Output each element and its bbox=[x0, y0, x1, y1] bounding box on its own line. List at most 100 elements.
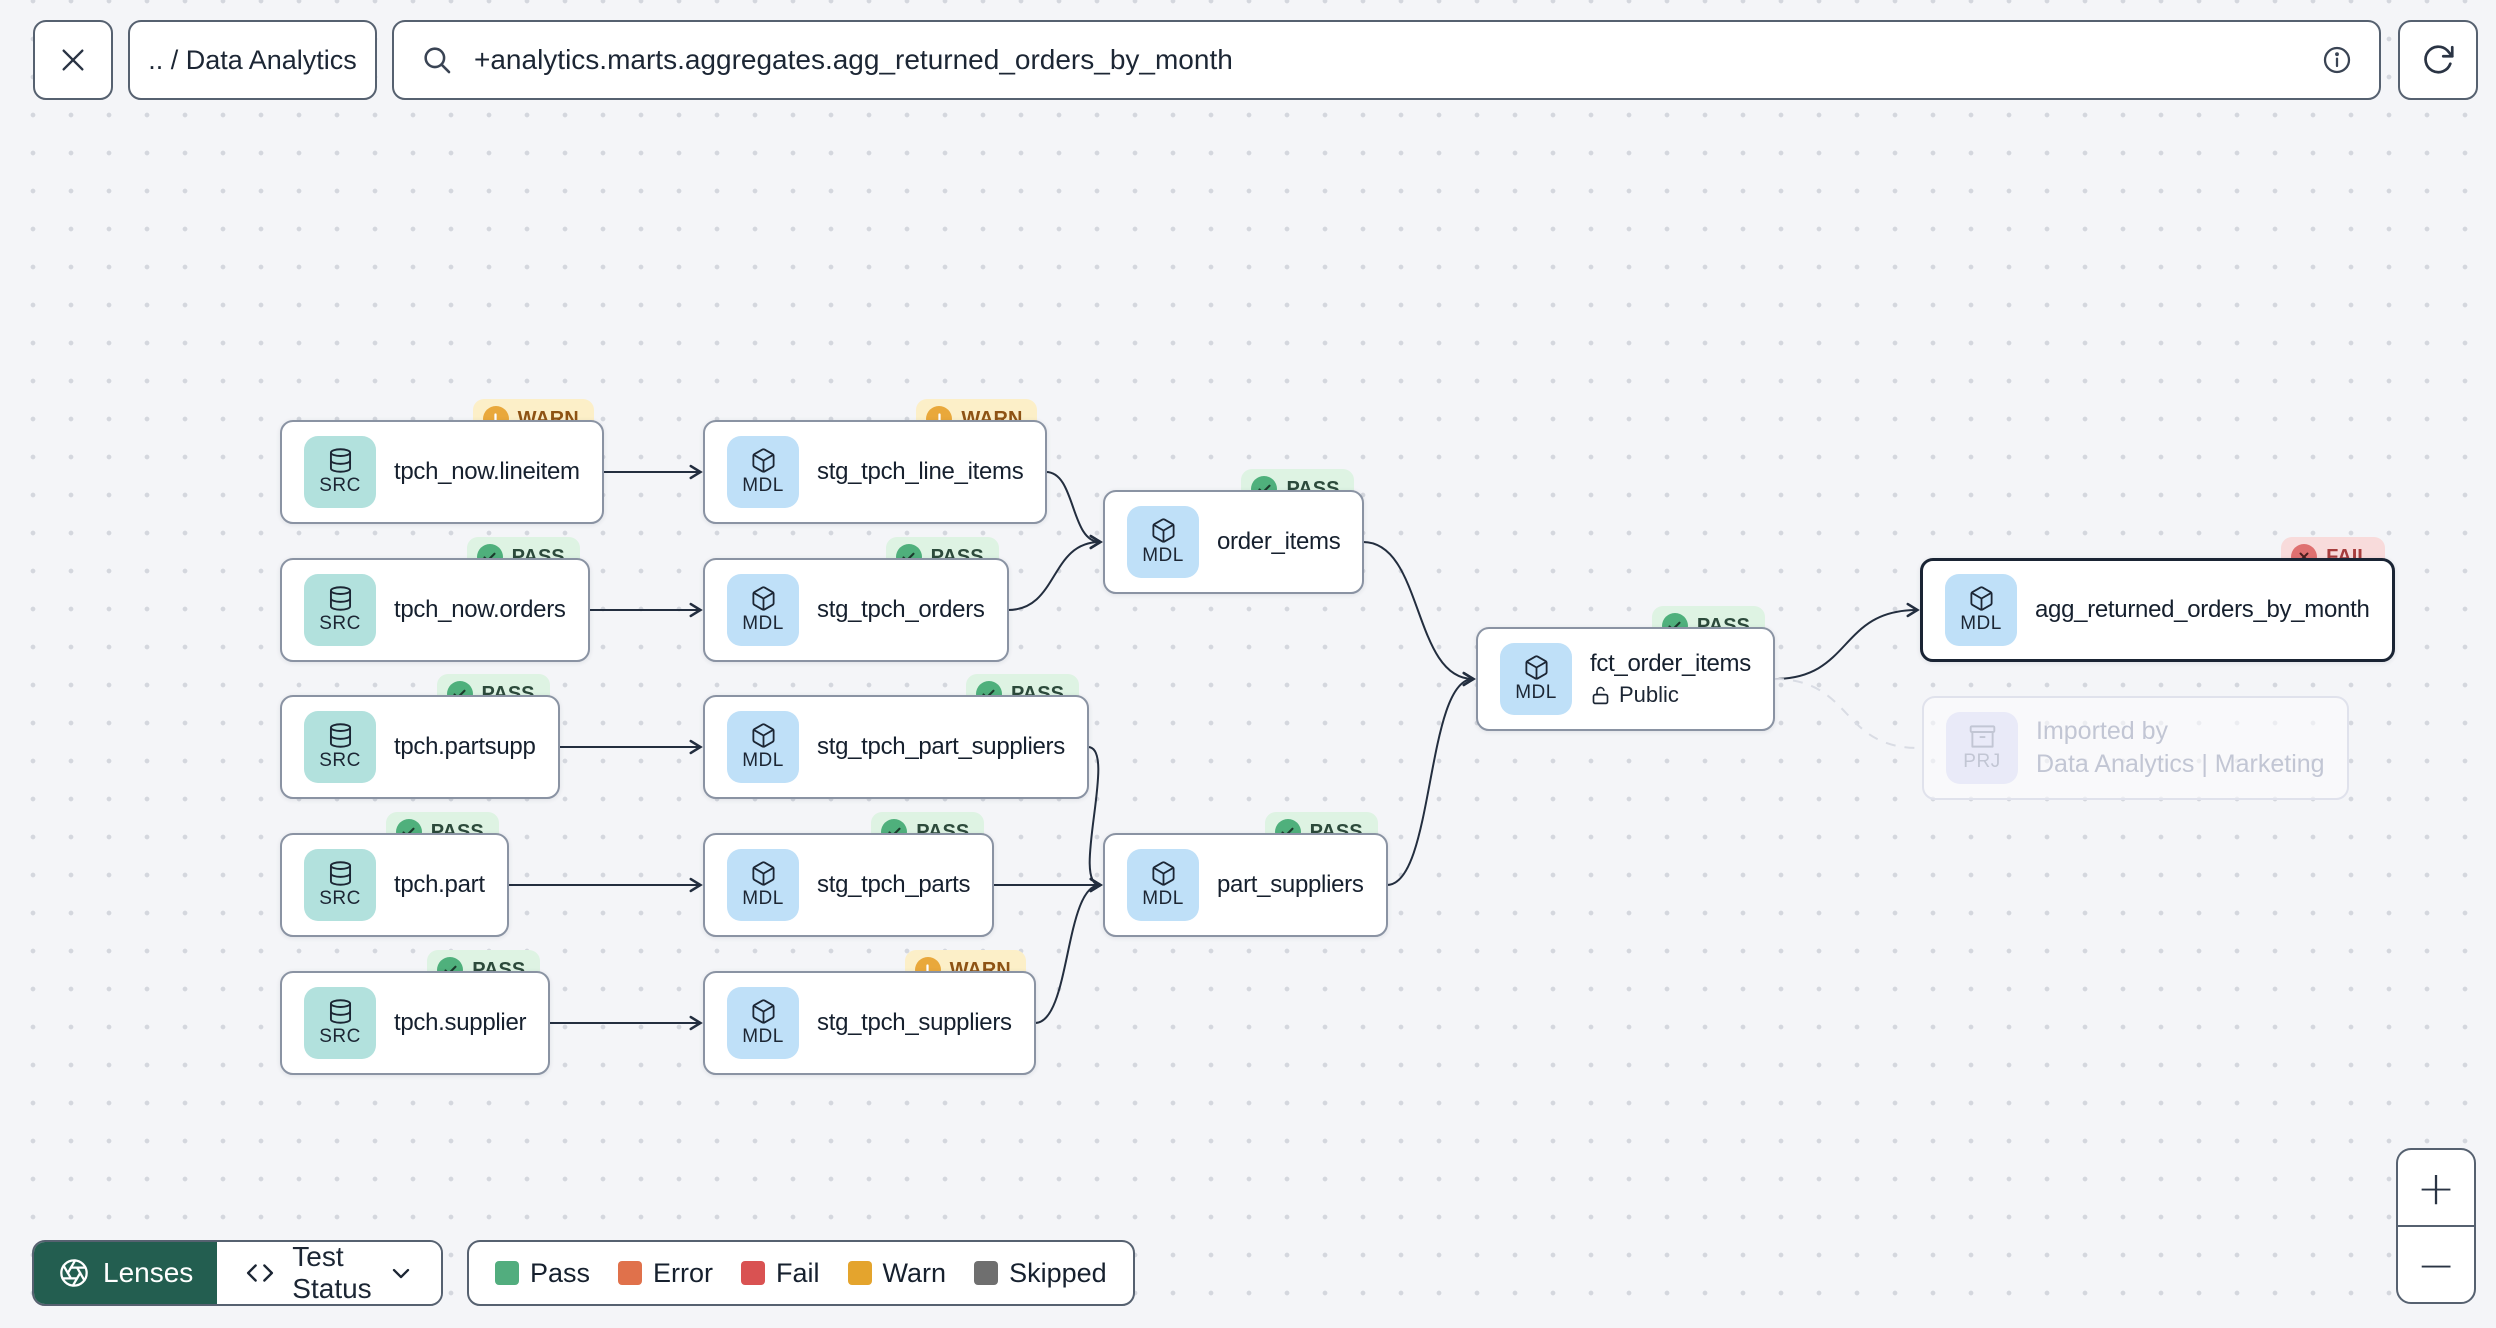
lens-selector-label: Test Status bbox=[292, 1241, 372, 1304]
node-kind-label: MDL bbox=[742, 888, 784, 909]
close-button[interactable] bbox=[33, 20, 113, 100]
lineage-edge-part_suppliers-to-fct_order_items bbox=[1386, 671, 1476, 886]
node-kind-label: MDL bbox=[742, 750, 784, 771]
refresh-button[interactable] bbox=[2398, 20, 2478, 100]
node-kind-label: SRC bbox=[319, 613, 361, 634]
node-kind-label: MDL bbox=[742, 613, 784, 634]
node-title: stg_tpch_line_items bbox=[817, 458, 1024, 485]
node-kind-label: MDL bbox=[1960, 613, 2002, 634]
topbar: .. / Data Analytics bbox=[0, 0, 2496, 120]
node-text: stg_tpch_part_suppliers bbox=[817, 733, 1065, 761]
search-bar[interactable] bbox=[392, 20, 2381, 100]
zoom-out-button[interactable]: − bbox=[2416, 1237, 2456, 1292]
code-brackets-icon bbox=[243, 1258, 277, 1288]
breadcrumb-label: .. / Data Analytics bbox=[148, 44, 357, 75]
node-title: stg_tpch_suppliers bbox=[817, 1009, 1012, 1036]
node-text: part_suppliers bbox=[1217, 871, 1364, 899]
legend-swatch bbox=[618, 1261, 643, 1285]
node-title: order_items bbox=[1217, 528, 1341, 555]
lens-selector[interactable]: Test Status bbox=[217, 1241, 441, 1304]
node-ghost-title: Imported by bbox=[2036, 717, 2169, 745]
cube-icon: MDL bbox=[727, 574, 799, 646]
node-title: tpch.supplier bbox=[394, 1009, 527, 1036]
node-card: MDL stg_tpch_line_items bbox=[703, 420, 1048, 524]
node-text: stg_tpch_parts bbox=[817, 871, 971, 899]
node-title: stg_tpch_part_suppliers bbox=[817, 733, 1065, 760]
database-icon: SRC bbox=[304, 436, 376, 508]
database-icon: SRC bbox=[304, 849, 376, 921]
node-kind-label: MDL bbox=[1142, 545, 1184, 566]
node-text: tpch.partsupp bbox=[394, 733, 536, 761]
node-title: tpch_now.orders bbox=[394, 596, 566, 623]
legend-label: Warn bbox=[882, 1257, 947, 1288]
node-title: fct_order_items bbox=[1590, 650, 1751, 677]
cube-icon: MDL bbox=[727, 436, 799, 508]
breadcrumb[interactable]: .. / Data Analytics bbox=[128, 20, 377, 100]
refresh-icon bbox=[2420, 42, 2456, 78]
lineage-edge-fct_order_items-to-imported_by bbox=[1773, 678, 1920, 749]
lenses-label: Lenses bbox=[103, 1257, 194, 1288]
node-kind-label: SRC bbox=[319, 750, 361, 771]
unlock-icon bbox=[1590, 685, 1611, 706]
info-icon[interactable] bbox=[2321, 44, 2353, 76]
node-text: tpch.supplier bbox=[394, 1009, 526, 1037]
legend-label: Skipped bbox=[1009, 1257, 1107, 1288]
close-icon bbox=[57, 44, 89, 76]
cube-icon: MDL bbox=[727, 711, 799, 783]
node-title: stg_tpch_orders bbox=[817, 596, 985, 623]
node-card: MDL stg_tpch_parts bbox=[703, 833, 995, 937]
lenses-button[interactable]: Lenses bbox=[34, 1242, 218, 1304]
cube-icon: MDL bbox=[1945, 574, 2017, 646]
node-text: tpch_now.orders bbox=[394, 596, 566, 624]
node-card: SRC tpch.part bbox=[280, 833, 509, 937]
node-text: agg_returned_orders_by_month bbox=[2035, 596, 2370, 624]
aperture-icon bbox=[58, 1257, 90, 1289]
legend-label: Pass bbox=[530, 1257, 591, 1288]
search-input[interactable] bbox=[472, 43, 2303, 77]
lineage-edge-stg_tpch_suppliers-to-part_suppliers bbox=[1034, 877, 1103, 1024]
legend-label: Fail bbox=[776, 1257, 820, 1288]
legend-swatch bbox=[974, 1261, 999, 1285]
lineage-edge-stg_tpch_line_items-to-order_items bbox=[1045, 471, 1103, 550]
node-title: part_suppliers bbox=[1217, 871, 1364, 898]
lineage-edge-stg_tpch_part_suppliers-to-part_suppliers bbox=[1087, 746, 1103, 893]
lineage-edge-fct_order_items-to-agg_returned_orders_by_month bbox=[1773, 602, 1920, 680]
node-card: MDL order_items bbox=[1103, 490, 1365, 594]
node-text: stg_tpch_line_items bbox=[817, 458, 1024, 486]
zoom-in-button[interactable]: + bbox=[2398, 1150, 2474, 1227]
legend-swatch bbox=[847, 1261, 872, 1285]
node-kind-label: SRC bbox=[319, 475, 361, 496]
legend-item-fail: Fail bbox=[741, 1258, 820, 1289]
legend-item-error: Error bbox=[618, 1258, 713, 1289]
node-card: SRC tpch.partsupp bbox=[280, 695, 560, 799]
legend-item-pass: Pass bbox=[495, 1258, 590, 1289]
node-kind-label: MDL bbox=[1515, 682, 1557, 703]
legend-item-skipped: Skipped bbox=[974, 1258, 1107, 1289]
node-access-label: Public bbox=[1619, 682, 1679, 707]
node-text: tpch.part bbox=[394, 871, 485, 899]
node-card: MDL stg_tpch_part_suppliers bbox=[703, 695, 1089, 799]
database-icon: SRC bbox=[304, 711, 376, 783]
node-title: tpch.part bbox=[394, 871, 485, 898]
